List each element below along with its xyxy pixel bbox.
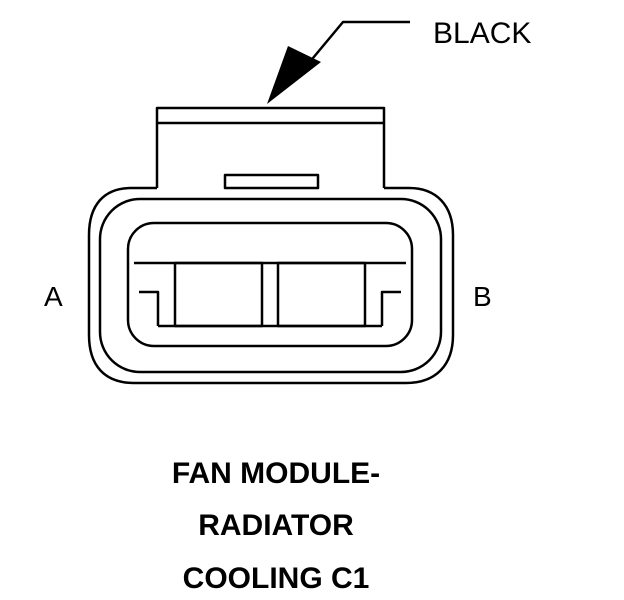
- latch-right: [380, 290, 401, 326]
- callout-arrowhead: [267, 46, 321, 104]
- connector-title-line-1: FAN MODULE-: [172, 457, 380, 490]
- wire-color-label: BLACK: [433, 17, 531, 50]
- cavity: [126, 221, 414, 348]
- locking-tab: [155, 106, 386, 188]
- pin-b-label: B: [473, 281, 492, 312]
- latch-left: [139, 290, 160, 326]
- connector-title-line-3: COOLING C1: [183, 562, 370, 595]
- inner-shell: [98, 197, 443, 374]
- outer-shell: [87, 186, 455, 385]
- key-notch: [223, 173, 320, 190]
- connector-housing: [87, 106, 455, 385]
- callout-leader: [302, 20, 410, 71]
- pin-a-label: A: [44, 281, 63, 312]
- terminal-b: [276, 261, 367, 328]
- terminal-a: [173, 261, 264, 328]
- callout-leader-line: [302, 20, 410, 71]
- connector-title-line-2: RADIATOR: [198, 509, 354, 542]
